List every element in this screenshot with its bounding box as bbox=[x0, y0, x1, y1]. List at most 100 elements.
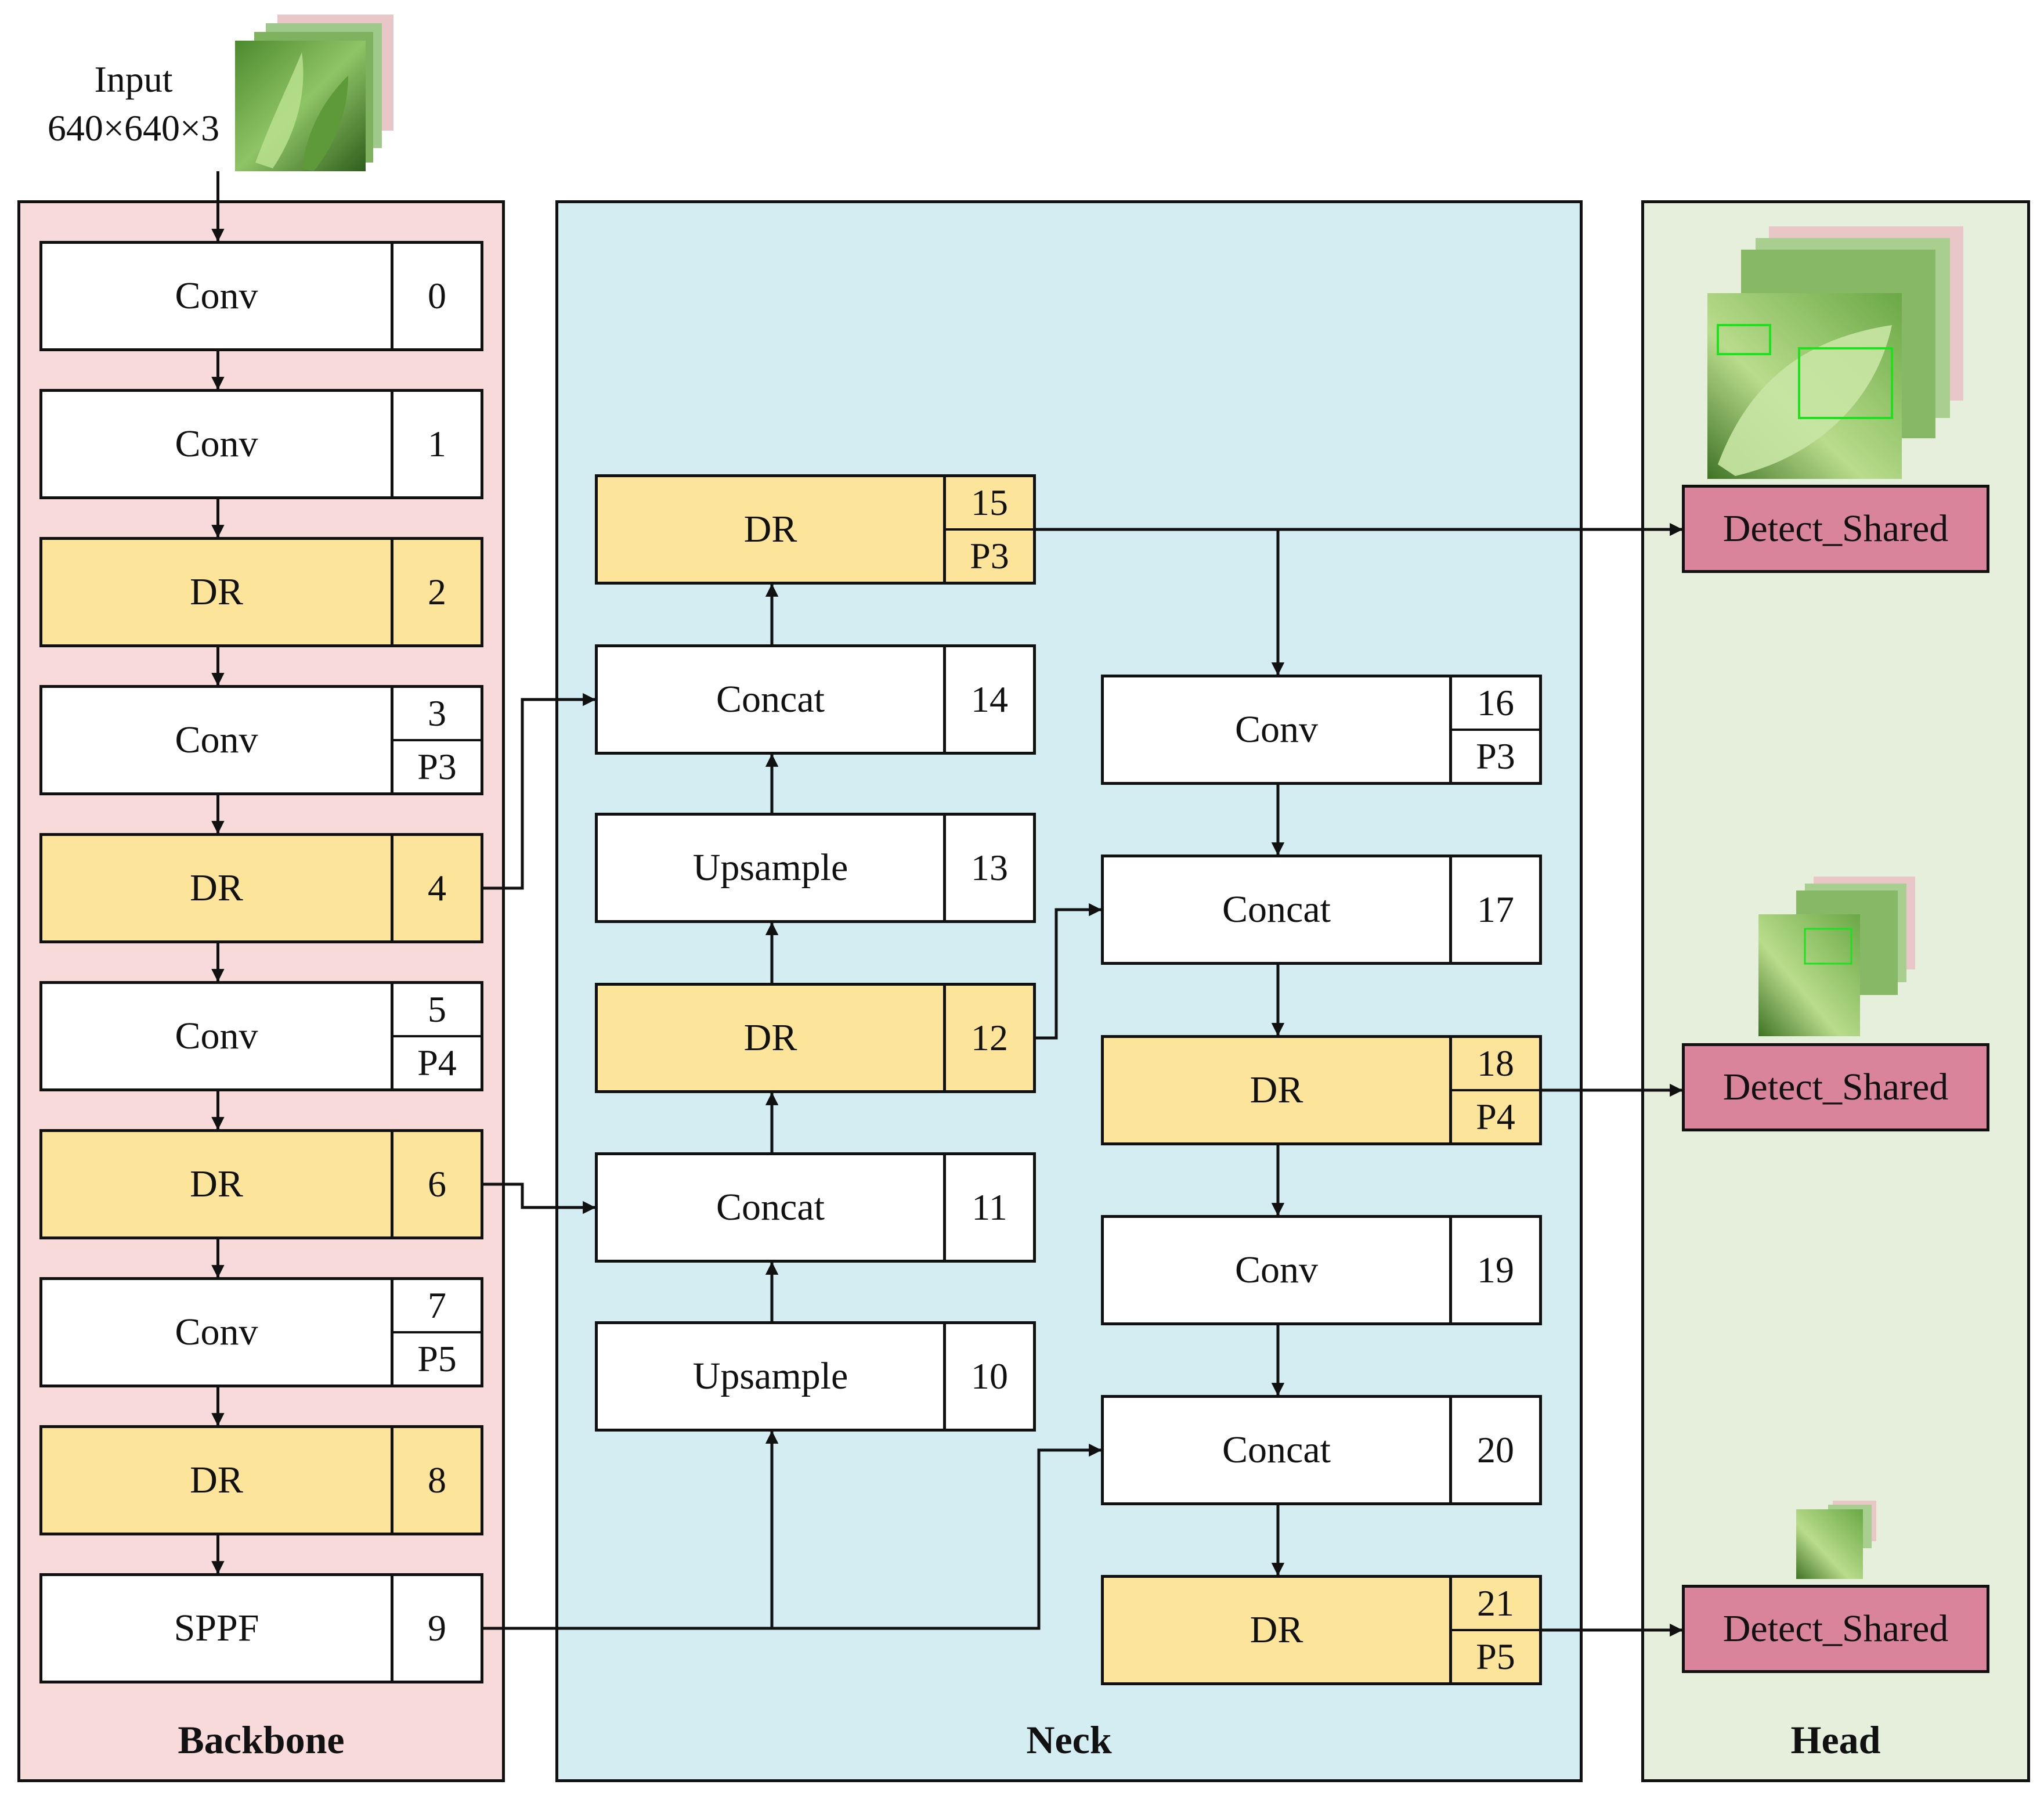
feature-level: P3 bbox=[946, 528, 1033, 582]
block-label: DR bbox=[598, 477, 946, 582]
layer-index: 8 bbox=[428, 1459, 446, 1501]
block-index-cell: 19 bbox=[1452, 1218, 1539, 1322]
layer-index: 11 bbox=[972, 1187, 1007, 1228]
neck-block-20: Concat 20 bbox=[1101, 1395, 1542, 1505]
layer-index: 6 bbox=[428, 1163, 446, 1205]
output-image-stack-p4 bbox=[1758, 877, 1915, 1036]
block-label: Concat bbox=[598, 1155, 946, 1260]
block-label: Conv bbox=[42, 244, 393, 348]
detect-shared-block: Detect_Shared bbox=[1682, 485, 1989, 573]
arrow-6-to-11 bbox=[483, 1182, 596, 1214]
head-title: Head bbox=[1790, 1718, 1881, 1762]
block-index-cell: 20 bbox=[1452, 1398, 1539, 1502]
block-index-cell: 8 bbox=[393, 1428, 481, 1533]
input-title: Input bbox=[94, 59, 173, 100]
layer-index: 7 bbox=[428, 1285, 446, 1326]
feature-level: P3 bbox=[1452, 729, 1539, 782]
layer-index: 17 bbox=[1477, 889, 1514, 930]
arrow-4-to-14 bbox=[483, 693, 596, 890]
layer-index: 5 bbox=[428, 989, 446, 1030]
layer-index: 10 bbox=[971, 1355, 1008, 1397]
block-index-cell: 9 bbox=[393, 1576, 481, 1681]
neck-title: Neck bbox=[1026, 1718, 1112, 1762]
input-label: Input 640×640×3 bbox=[23, 55, 244, 153]
layer-index: 1 bbox=[428, 423, 446, 464]
layer-index: 16 bbox=[1477, 682, 1514, 723]
backbone-block-6: DR 6 bbox=[39, 1129, 483, 1239]
block-label: Concat bbox=[1104, 1398, 1452, 1502]
output-image-stack-p3 bbox=[1707, 226, 1963, 479]
neck-block-19: Conv 19 bbox=[1101, 1215, 1542, 1325]
feature-level: P5 bbox=[1452, 1629, 1539, 1682]
block-index-cell: 0 bbox=[393, 244, 481, 348]
backbone-block-2: DR 2 bbox=[39, 537, 483, 647]
block-label: DR bbox=[1104, 1038, 1452, 1142]
block-label: Conv bbox=[42, 392, 393, 496]
block-label: Conv bbox=[42, 1280, 393, 1385]
detect-shared-block: Detect_Shared bbox=[1682, 1043, 1989, 1131]
backbone-title: Backbone bbox=[178, 1718, 345, 1762]
arrow-9-to-20 bbox=[772, 1443, 1102, 1630]
block-label: SPPF bbox=[42, 1576, 393, 1681]
input-image-stack bbox=[235, 15, 393, 171]
block-label: Concat bbox=[598, 647, 946, 752]
block-label: Conv bbox=[42, 984, 393, 1088]
layer-index: 15 bbox=[971, 482, 1008, 523]
block-label: DR bbox=[598, 986, 946, 1090]
backbone-block-1: Conv 1 bbox=[39, 389, 483, 499]
neck-block-12: DR 12 bbox=[595, 983, 1036, 1093]
block-index-cell: 4 bbox=[393, 836, 481, 940]
feature-level: P3 bbox=[393, 739, 481, 792]
layer-index: 3 bbox=[428, 693, 446, 734]
neck-block-17: Concat 17 bbox=[1101, 855, 1542, 965]
neck-block-13: Upsample 13 bbox=[595, 813, 1036, 923]
layer-index: 21 bbox=[1477, 1582, 1514, 1624]
neck-block-10: Upsample 10 bbox=[595, 1321, 1036, 1432]
block-label: DR bbox=[42, 1132, 393, 1236]
layer-index: 12 bbox=[971, 1017, 1008, 1058]
block-label: DR bbox=[1104, 1578, 1452, 1682]
block-label: Conv bbox=[1104, 1218, 1452, 1322]
detect-shared-block: Detect_Shared bbox=[1682, 1585, 1989, 1673]
block-index-cell: 6 bbox=[393, 1132, 481, 1236]
layer-index: 9 bbox=[428, 1607, 446, 1649]
layer-index: 2 bbox=[428, 571, 446, 612]
layer-index: 19 bbox=[1477, 1249, 1514, 1290]
layer-index: 13 bbox=[971, 847, 1008, 888]
block-index-cell: 12 bbox=[946, 986, 1033, 1090]
block-label: Conv bbox=[1104, 677, 1452, 782]
output-image-stack-p5 bbox=[1796, 1501, 1876, 1579]
block-label: Upsample bbox=[598, 816, 946, 920]
block-label: Concat bbox=[1104, 857, 1452, 962]
block-label: DR bbox=[42, 540, 393, 644]
block-label: Upsample bbox=[598, 1324, 946, 1429]
layer-index: 18 bbox=[1477, 1043, 1514, 1084]
block-label: Conv bbox=[42, 688, 393, 792]
feature-level: P5 bbox=[393, 1331, 481, 1385]
block-index-cell: 17 bbox=[1452, 857, 1539, 962]
block-index-cell: 2 bbox=[393, 540, 481, 644]
feature-level: P4 bbox=[393, 1035, 481, 1088]
block-label: DR bbox=[42, 1428, 393, 1533]
input-size: 640×640×3 bbox=[47, 107, 220, 149]
layer-index: 20 bbox=[1477, 1429, 1514, 1470]
neck-block-11: Concat 11 bbox=[595, 1152, 1036, 1263]
layer-index: 14 bbox=[971, 679, 1008, 720]
block-index-cell: 10 bbox=[946, 1324, 1033, 1429]
block-index-cell: 1 bbox=[393, 392, 481, 496]
block-label: DR bbox=[42, 836, 393, 940]
